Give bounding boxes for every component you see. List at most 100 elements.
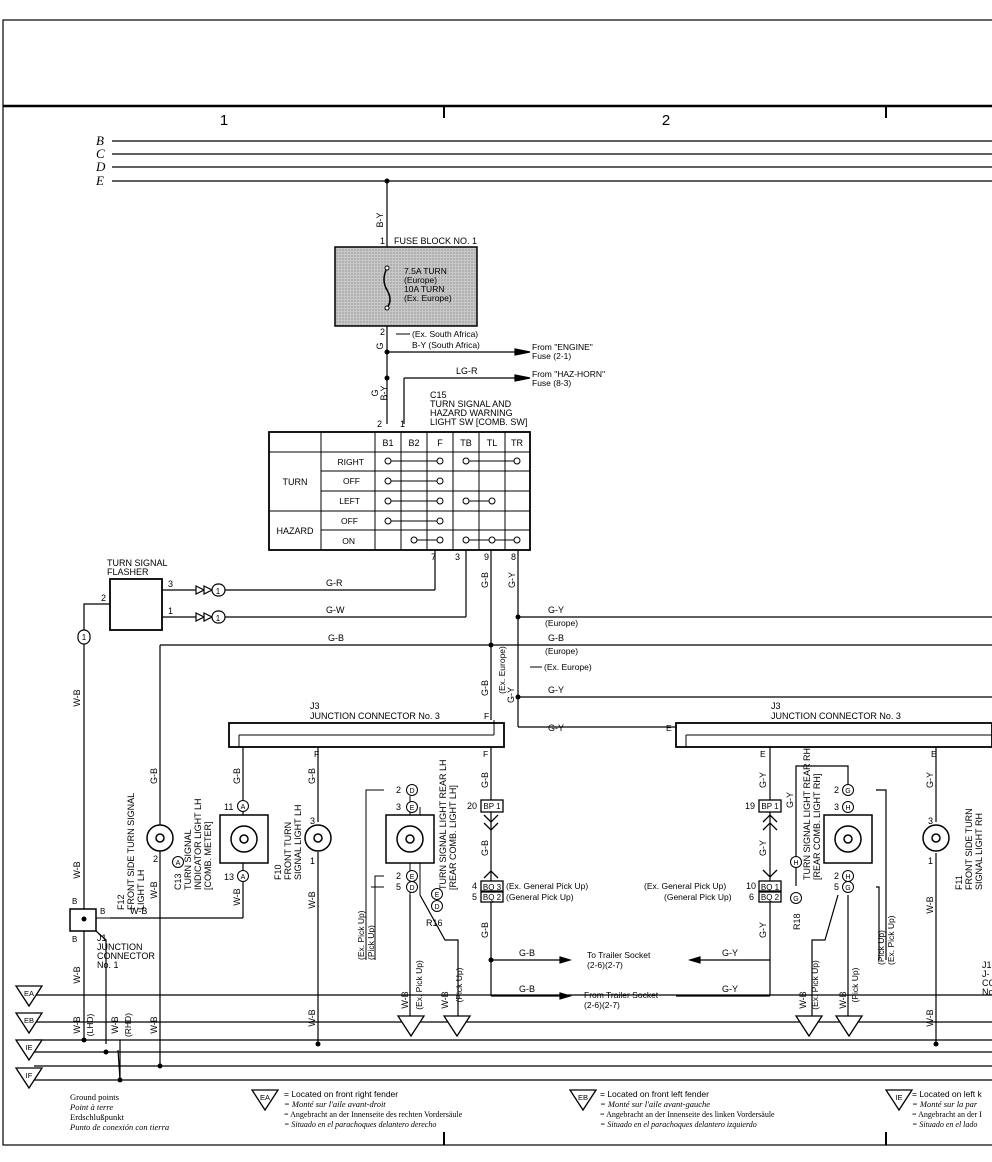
ground-eb: EB <box>24 1016 34 1025</box>
from-haz-wire <box>403 374 531 424</box>
ground-legend-ea: EA <box>260 1093 270 1102</box>
wire-g-b-r16: G-B <box>480 772 490 788</box>
switch-contacts <box>384 457 521 544</box>
j1-id: J1 <box>97 933 107 943</box>
label-ex-europe-vert: (Ex. Europe) <box>497 646 507 694</box>
f10-title-2: SIGNAL LIGHT LH <box>293 804 303 880</box>
j3-right-title: JUNCTION CONNECTOR No. 3 <box>771 711 901 721</box>
ground-ea: EA <box>24 989 34 998</box>
r18-pin-2a: 2 <box>834 785 839 795</box>
wire-w-b-f10-g: W-B <box>307 1009 317 1026</box>
wire-w-b-r16b: W-B <box>440 991 450 1008</box>
r18-title-1: TURN SIGNAL LIGHT REAR RH <box>802 748 812 880</box>
ground-points-de: Erdschlußpunkt <box>70 1112 124 1122</box>
ground-points-fr: Point à terre <box>69 1102 113 1112</box>
r18-lamp <box>823 814 873 864</box>
bq-right-bq1: BQ 1 <box>761 883 780 892</box>
bq-left-bq2: BQ 2 <box>483 893 502 902</box>
f12-id: F12 <box>116 894 126 910</box>
c13-indicator <box>219 814 269 864</box>
lower-right-wires <box>769 747 937 1044</box>
switch-row-right: RIGHT <box>338 457 364 467</box>
wire-w-b-r18a: W-B <box>798 991 808 1008</box>
label-rhd: (RHD) <box>123 1013 133 1037</box>
trailer-from-2: (2-6)(2-7) <box>584 1000 620 1010</box>
r18-pickup2: (Pick Up) <box>850 967 860 1002</box>
legend-ie-3: = Angebracht an der I <box>912 1110 982 1119</box>
f10-title-1: FRONT TURN <box>283 822 293 880</box>
bp-right-pin: 19 <box>745 801 755 811</box>
wire-g-y-r18b: G-Y <box>758 840 768 856</box>
legend-ie-1: = Located on left k <box>912 1089 982 1099</box>
j3-right-pin-e2: E <box>760 749 766 759</box>
r16-pin-2a: 2 <box>396 785 401 795</box>
ground-legend-ie: IE <box>895 1093 902 1102</box>
fuse-block-title: FUSE BLOCK NO. 1 <box>394 236 477 246</box>
r18-pin-2b: 2 <box>834 871 839 881</box>
j3-left-title: JUNCTION CONNECTOR No. 3 <box>310 711 440 721</box>
switch-title-1: TURN SIGNAL AND <box>430 399 512 409</box>
c13-pin-11: 11 <box>224 802 233 812</box>
wire-g-b-top: G-B <box>328 633 344 643</box>
bus-lines <box>112 140 992 182</box>
r18-pin-3: 3 <box>834 802 839 812</box>
wire-g-y-europe: G-Y <box>548 605 564 615</box>
fuse-line-2: (Europe) <box>404 275 437 285</box>
wire-w-b-f12: W-B <box>149 881 159 898</box>
main-wires <box>83 550 992 1066</box>
flasher-title-1: TURN SIGNAL <box>107 558 168 568</box>
wire-g-fuse: G <box>375 342 385 349</box>
switch-group-hazard: HAZARD <box>276 526 314 536</box>
j3-left-pin-f: F <box>484 711 489 721</box>
from-engine-wire <box>387 348 531 356</box>
bp-arrow-right <box>762 814 778 878</box>
c13-pin-13: 13 <box>224 872 234 882</box>
switch-row-off: OFF <box>343 476 360 486</box>
c13-title-2: INDICATOR LIGHT LH <box>193 798 203 890</box>
f11-title-2: SIGNAL LIGHT RH <box>974 813 984 890</box>
wire-g-r: G-R <box>326 578 343 588</box>
r16-pin-3: 3 <box>396 802 401 812</box>
fuse-pin-top: 1 <box>380 236 385 246</box>
legend-eb-1: = Located on front left fender <box>600 1089 709 1099</box>
ground-triangles <box>14 985 914 1112</box>
wire-w-b-rhd: W-B <box>110 1016 120 1033</box>
switch-col-f: F <box>437 438 443 448</box>
r16-pin-e3: E <box>435 892 440 899</box>
j1-title-2: CONNECTOR <box>97 951 155 961</box>
ground-points-es: Punto de conexión con tierra <box>69 1122 169 1132</box>
wire-g-w: G-W <box>326 605 345 615</box>
ground-ie: IE <box>25 1043 32 1052</box>
switch-col-tb: TB <box>460 438 472 448</box>
ground-points-en: Ground points <box>70 1092 119 1102</box>
wire-g-y-r18a: G-Y <box>758 772 768 788</box>
wire-w-b-j1-up: W-B <box>72 861 82 878</box>
conn1-a: 1 <box>216 587 221 596</box>
r16-pin-d3: D <box>434 904 439 911</box>
j3-left-id: J3 <box>310 701 320 711</box>
legend-eb-3: = Angebracht an der Innenseite des linke… <box>600 1110 775 1119</box>
j3-left-box <box>228 720 505 748</box>
r18-pin-h2: H <box>845 874 850 881</box>
switch-col-tr: TR <box>511 438 523 448</box>
wire-g-y-r18d: G-Y <box>785 792 795 808</box>
bp-bq-left <box>480 799 504 903</box>
r18-ex-pickup: (Ex. Pick Up) <box>810 960 820 1010</box>
r18-pin-g3: G <box>793 896 798 903</box>
j3-right-pin-e3: E <box>931 749 937 759</box>
f11-pin-1: 1 <box>928 856 933 866</box>
switch-id: C15 <box>430 390 447 400</box>
f12-title-1: FRONT SIDE TURN SIGNAL <box>126 793 136 910</box>
f12-pin-2: 2 <box>153 854 158 864</box>
trailer-to-1: To Trailer Socket <box>587 950 651 960</box>
flasher-pin-2: 2 <box>101 593 106 603</box>
switch-col-tl: TL <box>487 438 498 448</box>
switch-pin-2: 2 <box>377 419 382 429</box>
bp-left-pin: 20 <box>467 801 477 811</box>
c13-pin-a1: A <box>241 804 246 811</box>
wire-w-b-left: W-B <box>72 689 82 706</box>
r16-id: R16 <box>426 918 443 928</box>
f10-pin-3: 3 <box>310 816 315 826</box>
label-ex-europe: (Ex. Europe) <box>544 662 592 672</box>
r16-title-2: [REAR COMB. LIGHT LH] <box>448 785 458 890</box>
